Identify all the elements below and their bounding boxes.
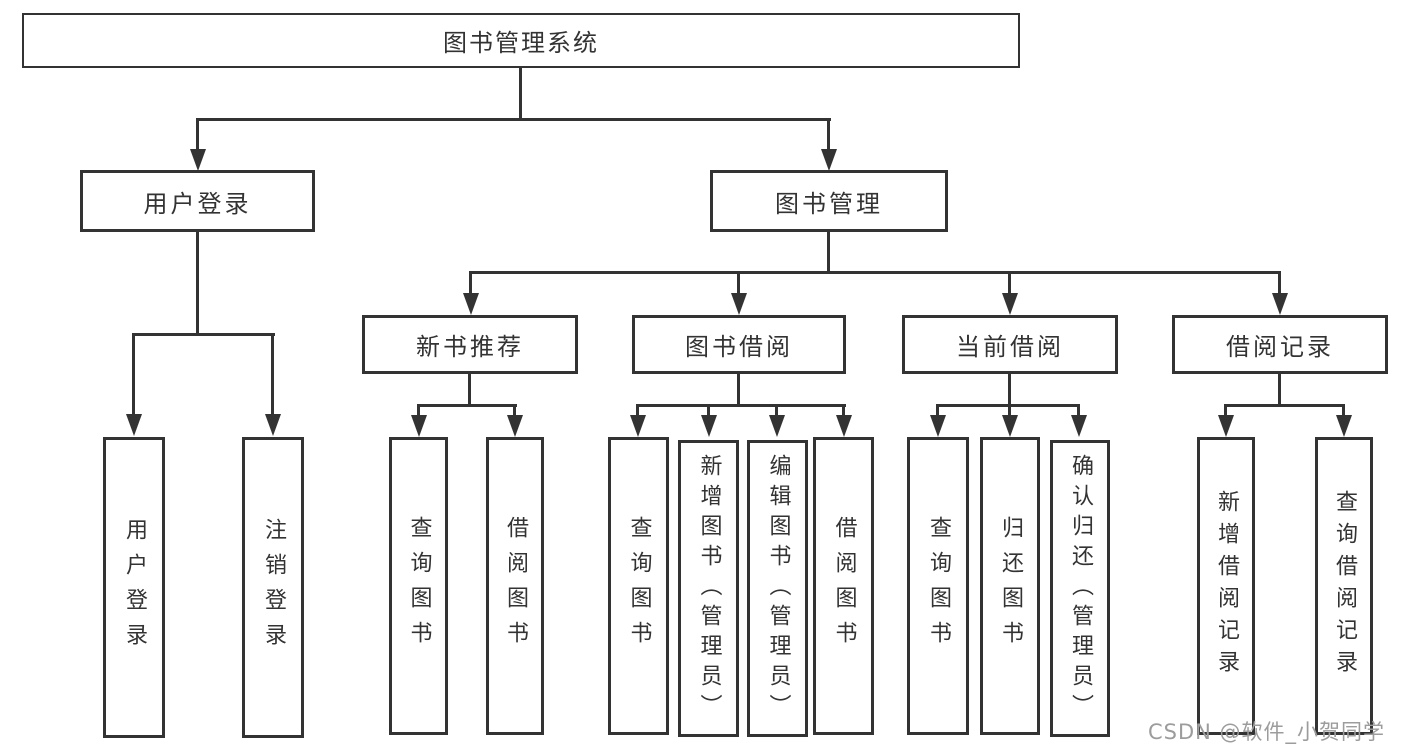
arrowhead-icon <box>769 415 785 437</box>
leaf-add-borrow-record: 新增借阅记录 <box>1197 437 1255 735</box>
arrowhead-icon <box>1002 293 1018 315</box>
connector-line <box>1278 271 1281 295</box>
connector-line <box>271 333 274 415</box>
watermark: CSDN @软件_小贺同学 <box>1148 720 1386 744</box>
leaf-confirm-return-admin: 确认归还（管理员） <box>1050 440 1110 737</box>
connector-line <box>636 404 639 416</box>
connector-rail <box>196 118 831 121</box>
arrowhead-icon <box>1071 415 1087 437</box>
leaf-user-login: 用户登录 <box>103 437 165 738</box>
leaf-query-books-borrowing: 查询图书 <box>608 437 669 735</box>
connector-line <box>468 374 471 407</box>
connector-line <box>707 404 710 416</box>
leaf-add-books-admin: 新增图书（管理员） <box>678 440 739 737</box>
node-label: 用户登录 <box>143 189 252 218</box>
connector-line <box>842 404 845 416</box>
node-label: 图书管理 <box>775 189 883 218</box>
node-library-system: 图书管理系统 <box>22 13 1020 68</box>
arrowhead-icon <box>930 415 946 437</box>
connector-line <box>737 271 740 295</box>
leaf-label: 编辑图书（管理员） <box>765 453 791 724</box>
leaf-label: 新增借阅记录 <box>1214 490 1239 682</box>
node-label: 当前借阅 <box>956 333 1064 361</box>
connector-line <box>1077 404 1080 416</box>
connector-line <box>513 404 516 416</box>
node-current-borrowing: 当前借阅 <box>902 315 1118 374</box>
connector-line <box>196 232 199 335</box>
arrowhead-icon <box>731 293 747 315</box>
node-user-login: 用户登录 <box>80 170 315 232</box>
leaf-borrow-books-recommend: 借阅图书 <box>486 437 544 735</box>
leaf-query-borrow-record: 查询借阅记录 <box>1315 437 1373 735</box>
arrowhead-icon <box>1218 415 1234 437</box>
leaf-label: 查询图书 <box>406 516 432 656</box>
arrowhead-icon <box>1272 293 1288 315</box>
connector-line <box>1224 404 1227 416</box>
leaf-edit-books-admin: 编辑图书（管理员） <box>747 440 808 737</box>
connector-rail <box>469 271 1281 274</box>
leaf-label: 借阅图书 <box>503 516 528 656</box>
leaf-label: 用户登录 <box>122 517 147 658</box>
arrowhead-icon <box>463 293 479 315</box>
connector-rail <box>417 404 517 407</box>
leaf-label: 归还图书 <box>998 516 1023 656</box>
connector-line <box>132 333 135 415</box>
leaf-logout: 注销登录 <box>242 437 304 738</box>
connector-rail <box>636 404 846 407</box>
node-label: 图书管理系统 <box>443 29 599 57</box>
connector-line <box>1008 404 1011 416</box>
arrowhead-icon <box>836 415 852 437</box>
arrowhead-icon <box>507 415 523 437</box>
leaf-query-books-current: 查询图书 <box>907 437 969 735</box>
arrowhead-icon <box>265 414 281 436</box>
leaf-label: 查询借阅记录 <box>1332 490 1357 682</box>
leaf-label: 查询图书 <box>926 516 951 656</box>
arrowhead-icon <box>126 414 142 436</box>
connector-line <box>1278 374 1281 407</box>
leaf-label: 查询图书 <box>626 516 652 656</box>
arrowhead-icon <box>701 415 717 437</box>
arrowhead-icon <box>1002 415 1018 437</box>
arrowhead-icon <box>1336 415 1352 437</box>
connector-line <box>1008 374 1011 407</box>
connector-line <box>737 374 740 407</box>
connector-line <box>1008 271 1011 295</box>
node-new-book-recommend: 新书推荐 <box>362 315 578 374</box>
connector-line <box>469 271 472 295</box>
leaf-borrow-books-borrowing: 借阅图书 <box>813 437 874 735</box>
node-label: 图书借阅 <box>685 333 793 361</box>
arrowhead-icon <box>411 415 427 437</box>
leaf-label: 注销登录 <box>261 517 286 658</box>
connector-line <box>827 118 830 151</box>
node-label: 新书推荐 <box>416 333 524 361</box>
arrowhead-icon <box>821 149 837 171</box>
connector-line <box>936 404 939 416</box>
arrowhead-icon <box>190 149 206 171</box>
connector-line <box>775 404 778 416</box>
leaf-label: 确认归还（管理员） <box>1068 453 1093 724</box>
connector-line <box>1342 404 1345 416</box>
leaf-return-books: 归还图书 <box>980 437 1040 735</box>
leaf-label: 新增图书（管理员） <box>696 453 722 724</box>
node-book-borrowing: 图书借阅 <box>632 315 846 374</box>
connector-rail <box>132 333 275 336</box>
connector-rail <box>1224 404 1345 407</box>
connector-line <box>196 118 199 151</box>
arrowhead-icon <box>630 415 646 437</box>
connector-line <box>417 404 420 416</box>
node-borrowing-records: 借阅记录 <box>1172 315 1388 374</box>
connector-line <box>519 68 522 118</box>
node-book-management: 图书管理 <box>710 170 948 232</box>
connector-line <box>827 232 830 273</box>
leaf-query-books-recommend: 查询图书 <box>389 437 448 735</box>
leaf-label: 借阅图书 <box>831 516 857 656</box>
node-label: 借阅记录 <box>1226 333 1334 361</box>
